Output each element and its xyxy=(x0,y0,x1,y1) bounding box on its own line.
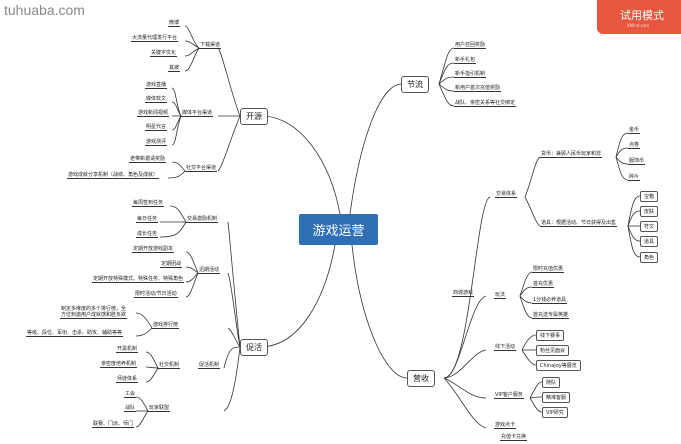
meiti-item[interactable]: 游戏测评 xyxy=(145,139,168,146)
branch-jieliu[interactable]: 节流 xyxy=(401,76,429,93)
huobi-item[interactable]: 金币 xyxy=(628,127,641,134)
daoju-item[interactable]: 宝箱 xyxy=(640,191,659,202)
shejiao-item[interactable]: 游戏成就分享机制（战绩、角色及成就） xyxy=(67,172,160,179)
wanfa-item[interactable]: 首充送专属英雄 xyxy=(532,312,570,319)
paihang-criteria[interactable]: 等级、段位、军衔、击杀、助攻、辅助等等 xyxy=(26,330,124,337)
meiti-item[interactable]: 明星代言 xyxy=(145,124,168,131)
yingshou-daoju[interactable]: 道具：根据活动、节日获得及出售 xyxy=(540,220,618,227)
xiazai-item[interactable]: 其被 xyxy=(168,65,181,72)
wanjia-item[interactable]: 战队 xyxy=(124,405,137,412)
wanfa-item[interactable]: 限时充值优惠 xyxy=(532,266,565,273)
vip-item[interactable]: VIP研究 xyxy=(542,407,568,418)
trial-mode-sub: XMind.com xyxy=(627,23,650,28)
watermark-text: tuhuaba.com xyxy=(4,2,85,18)
huobi-item[interactable]: 服饰币 xyxy=(628,158,646,165)
daoju-item[interactable]: 皮肤 xyxy=(640,206,659,217)
huobi-item[interactable]: 点卷 xyxy=(628,142,641,149)
cuhuo-jiaoyi[interactable]: 交易激励机制 xyxy=(186,216,219,223)
xiazai-item[interactable]: 关键字优化 xyxy=(150,50,178,57)
shejiao-mech-item[interactable]: 亲密度培养机制 xyxy=(100,361,138,368)
wanjia-item[interactable]: 工会 xyxy=(124,391,137,398)
vip-item[interactable]: 精准客服 xyxy=(542,392,571,403)
yingshou-jiaoyi[interactable]: 交易体系 xyxy=(495,191,518,198)
xiazai-item[interactable]: 大流量代理发行平台 xyxy=(131,35,179,42)
yingshou-shangcheng[interactable]: 商城游戏 xyxy=(452,290,475,297)
meiti-item[interactable]: 游戏新闻视频 xyxy=(137,110,170,117)
xunqi-item[interactable]: 定期开放特殊模式、特殊任务、特殊角色 xyxy=(92,276,185,283)
xunqi-item[interactable]: 定期开放游戏副本 xyxy=(132,246,175,253)
trial-mode-badge: 试用模式 XMind.com xyxy=(597,0,681,34)
branch-kaiyuan[interactable]: 开源 xyxy=(240,108,268,125)
xiazai-item[interactable]: 微博 xyxy=(168,20,181,27)
yingshou-more[interactable]: 游戏点卡 xyxy=(494,422,517,429)
xianxia-item[interactable]: 粉丝见面会 xyxy=(536,345,570,356)
meiti-item[interactable]: 游戏直播 xyxy=(145,82,168,89)
daoju-item[interactable]: 道具 xyxy=(640,236,659,247)
jieliu-item[interactable]: 新手礼包 xyxy=(454,57,477,64)
yingshou-xianxia[interactable]: 线下活动 xyxy=(494,344,517,351)
trial-mode-label: 试用模式 xyxy=(620,9,664,22)
jiaoyi-item[interactable]: 每周签到任务 xyxy=(132,200,165,207)
vip-item[interactable]: 随队 xyxy=(542,377,561,388)
daoju-item[interactable]: 角色 xyxy=(640,252,659,263)
jieliu-item[interactable]: 新用户首次充值奖励 xyxy=(454,85,502,92)
cuhuo-shejiao[interactable]: 社交机制 xyxy=(158,362,181,369)
jiaoyi-item[interactable]: 每日任务 xyxy=(136,216,159,223)
yingshou-vip[interactable]: VIP客户服务 xyxy=(494,392,524,399)
jiaoyi-item[interactable]: 成长任务 xyxy=(136,231,159,238)
kaiyuan-shejiao[interactable]: 社交平台渠道 xyxy=(185,165,218,172)
jieliu-item[interactable]: 用户召回奖励 xyxy=(454,42,487,49)
branch-yingshou[interactable]: 营收 xyxy=(407,370,435,387)
huobi-item[interactable]: 碎片 xyxy=(628,174,641,181)
paihang-desc-line2: 方位刺激用户成就感和胜负欲 xyxy=(60,312,128,319)
wanjia-item[interactable]: 联赛、门派、师门 xyxy=(92,421,135,428)
yingshou-wanfa[interactable]: 玩法 xyxy=(494,292,507,299)
xunqi-item[interactable]: 限时活动/节日活动 xyxy=(134,291,178,298)
cuhuo-paihang[interactable]: 游戏排行榜 xyxy=(152,322,180,329)
wanfa-item[interactable]: 1分钱必养道具 xyxy=(532,297,568,304)
kaiyuan-meiti[interactable]: 媒体平台渠道 xyxy=(181,110,214,117)
shejiao-mech-item[interactable]: 师徒体系 xyxy=(116,376,139,383)
paihang-desc-line1: 制定多维度的多个排行榜，全 xyxy=(61,306,127,312)
cuhuo-huoyue[interactable]: 促活机制 xyxy=(198,362,221,369)
branch-cuhuo[interactable]: 促活 xyxy=(240,339,268,356)
shejiao-item[interactable]: 老带新邀请奖励 xyxy=(129,156,167,163)
wanfa-item[interactable]: 首充优惠 xyxy=(532,281,555,288)
xianxia-item[interactable]: Chinajoy等展览 xyxy=(536,360,581,371)
center-topic[interactable]: 游戏运营 xyxy=(299,214,378,245)
kaiyuan-xiazai[interactable]: 下载渠道 xyxy=(199,42,222,49)
cuhuo-wanjia[interactable]: 玩家联盟 xyxy=(148,405,171,412)
xunqi-item[interactable]: 定期团战 xyxy=(160,261,183,268)
shejiao-mech-item[interactable]: 开黑机制 xyxy=(116,346,139,353)
xianxia-item[interactable]: 线下赛事 xyxy=(536,330,565,341)
daoju-item[interactable]: 符文 xyxy=(640,221,659,232)
meiti-item[interactable]: 媒体软文 xyxy=(145,96,168,103)
yingshou-huobi[interactable]: 货币：兼顾人民币玩家和非 xyxy=(540,151,603,158)
jieliu-item[interactable]: 新手指引机制 xyxy=(454,71,487,78)
cuhuo-xunqi[interactable]: 迅期活动 xyxy=(198,267,221,274)
jieliu-item[interactable]: 战队、亲密关系等社交绑定 xyxy=(454,100,517,107)
